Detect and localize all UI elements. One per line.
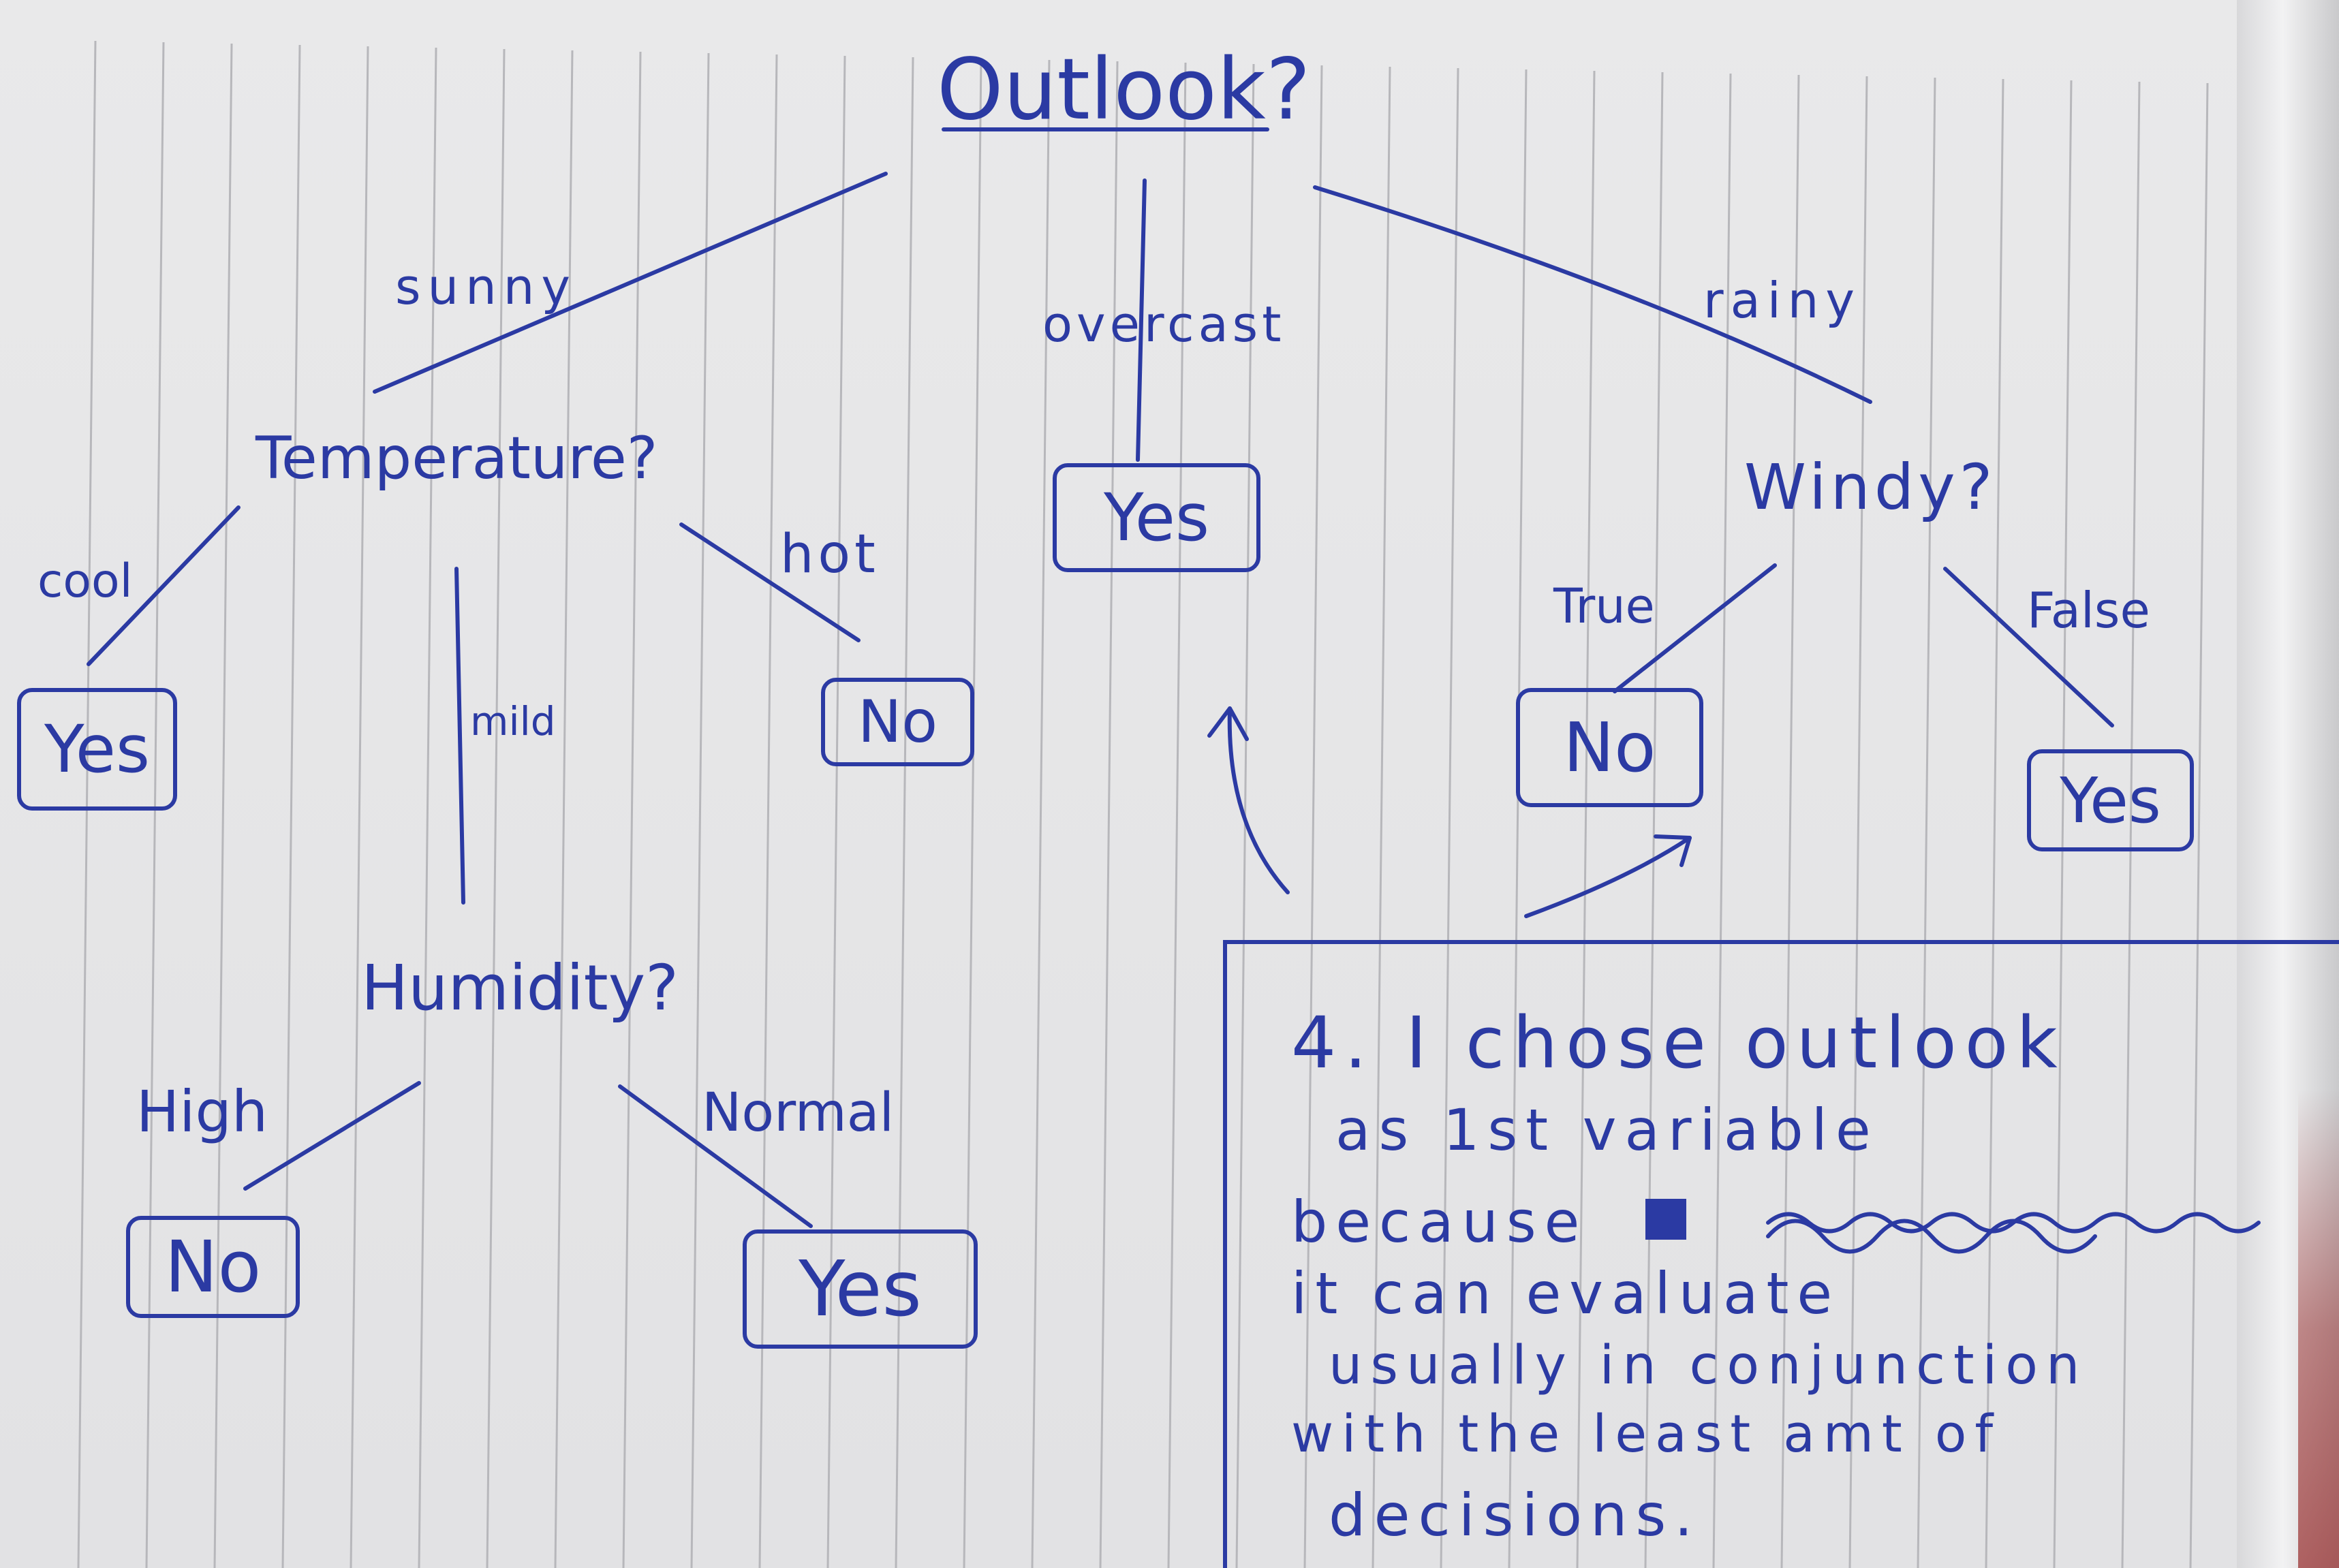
edge-mild (454, 567, 465, 905)
ruled-line (77, 40, 97, 1568)
ruled-line (2053, 80, 2073, 1568)
ruled-line (1372, 66, 1391, 1568)
ruled-line (895, 57, 914, 1568)
note-line-1: 4. I chose outlook (1291, 1001, 2066, 1084)
note-line-2: as 1st variable (1335, 1097, 1879, 1163)
ruled-line (2189, 82, 2209, 1568)
ruled-line (1644, 72, 1664, 1568)
ruled-line (826, 55, 846, 1568)
edge-high (243, 1081, 421, 1191)
branch-label-hot: hot (780, 524, 880, 585)
branch-label-sunny: sunny (395, 258, 578, 315)
arrow-head-windy (1654, 834, 1692, 867)
ruled-line (1303, 65, 1323, 1568)
answer-note-box (1223, 940, 2339, 1568)
branch-label-overcast: overcast (1042, 296, 1286, 353)
ink-blot (1645, 1199, 1686, 1240)
ruled-line (963, 58, 982, 1568)
leaf-overcast: Yes (1053, 463, 1260, 572)
ruled-line (350, 46, 369, 1568)
ruled-line (622, 51, 642, 1568)
root-node-label: Outlook? (937, 41, 1311, 139)
ruled-line (758, 54, 778, 1568)
ruled-line (1848, 76, 1868, 1568)
arrow-head-overcast (1207, 706, 1249, 741)
ruled-line (2121, 81, 2141, 1568)
ruled-line (1508, 69, 1528, 1568)
leaf-cool: Yes (17, 688, 177, 811)
leaf-hot: No (821, 678, 974, 766)
edge-false (1943, 567, 2114, 727)
leaf-normal: Yes (743, 1229, 978, 1349)
note-line-4: it can evaluate (1291, 1260, 1841, 1327)
node-humidity: Humidity? (361, 952, 679, 1024)
node-windy: Windy? (1744, 451, 1997, 524)
ruled-line (145, 42, 165, 1568)
ruled-line (1167, 62, 1187, 1568)
red-stain (2298, 1090, 2339, 1568)
ruled-line (1031, 59, 1051, 1568)
ruled-line (1440, 67, 1459, 1568)
ruled-line (1985, 78, 2004, 1568)
note-line-5: usually in conjunction (1329, 1335, 2088, 1396)
note-line-3: because (1291, 1189, 1588, 1255)
leaf-high: No (126, 1216, 300, 1318)
ruled-line (554, 50, 574, 1568)
arrow-to-windy-no (1524, 836, 1692, 918)
edge-rainy (1313, 185, 1872, 404)
ruled-line (1780, 74, 1800, 1568)
ruled-line (1712, 73, 1732, 1568)
leaf-false: Yes (2027, 749, 2194, 851)
branch-label-cool: cool (37, 554, 133, 608)
ruled-line (690, 52, 710, 1568)
scribble-strikeout-2 (1766, 1219, 2097, 1254)
ruled-line (418, 47, 437, 1568)
branch-label-false: False (2027, 582, 2150, 639)
branch-label-normal: Normal (702, 1082, 895, 1144)
edge-hot (679, 522, 861, 642)
ruled-line (1099, 61, 1119, 1568)
edge-overcast (1136, 178, 1147, 462)
edge-true (1613, 563, 1777, 693)
edge-normal (618, 1084, 813, 1228)
ruled-line (1576, 70, 1596, 1568)
edge-cool (87, 505, 241, 666)
leaf-true: No (1516, 688, 1703, 807)
branch-label-high: High (136, 1078, 268, 1145)
arrow-to-overcast (1227, 706, 1290, 894)
node-temperature: Temperature? (255, 424, 658, 492)
ruled-line (1917, 77, 1936, 1568)
branch-label-mild: mild (470, 698, 556, 744)
edge-sunny (373, 172, 888, 394)
branch-label-rainy: rainy (1703, 272, 1861, 329)
branch-label-true: True (1553, 578, 1655, 634)
ruled-line (486, 48, 506, 1568)
note-line-6: with the least amt of (1291, 1403, 2002, 1464)
note-line-7: decisions. (1329, 1481, 1701, 1550)
